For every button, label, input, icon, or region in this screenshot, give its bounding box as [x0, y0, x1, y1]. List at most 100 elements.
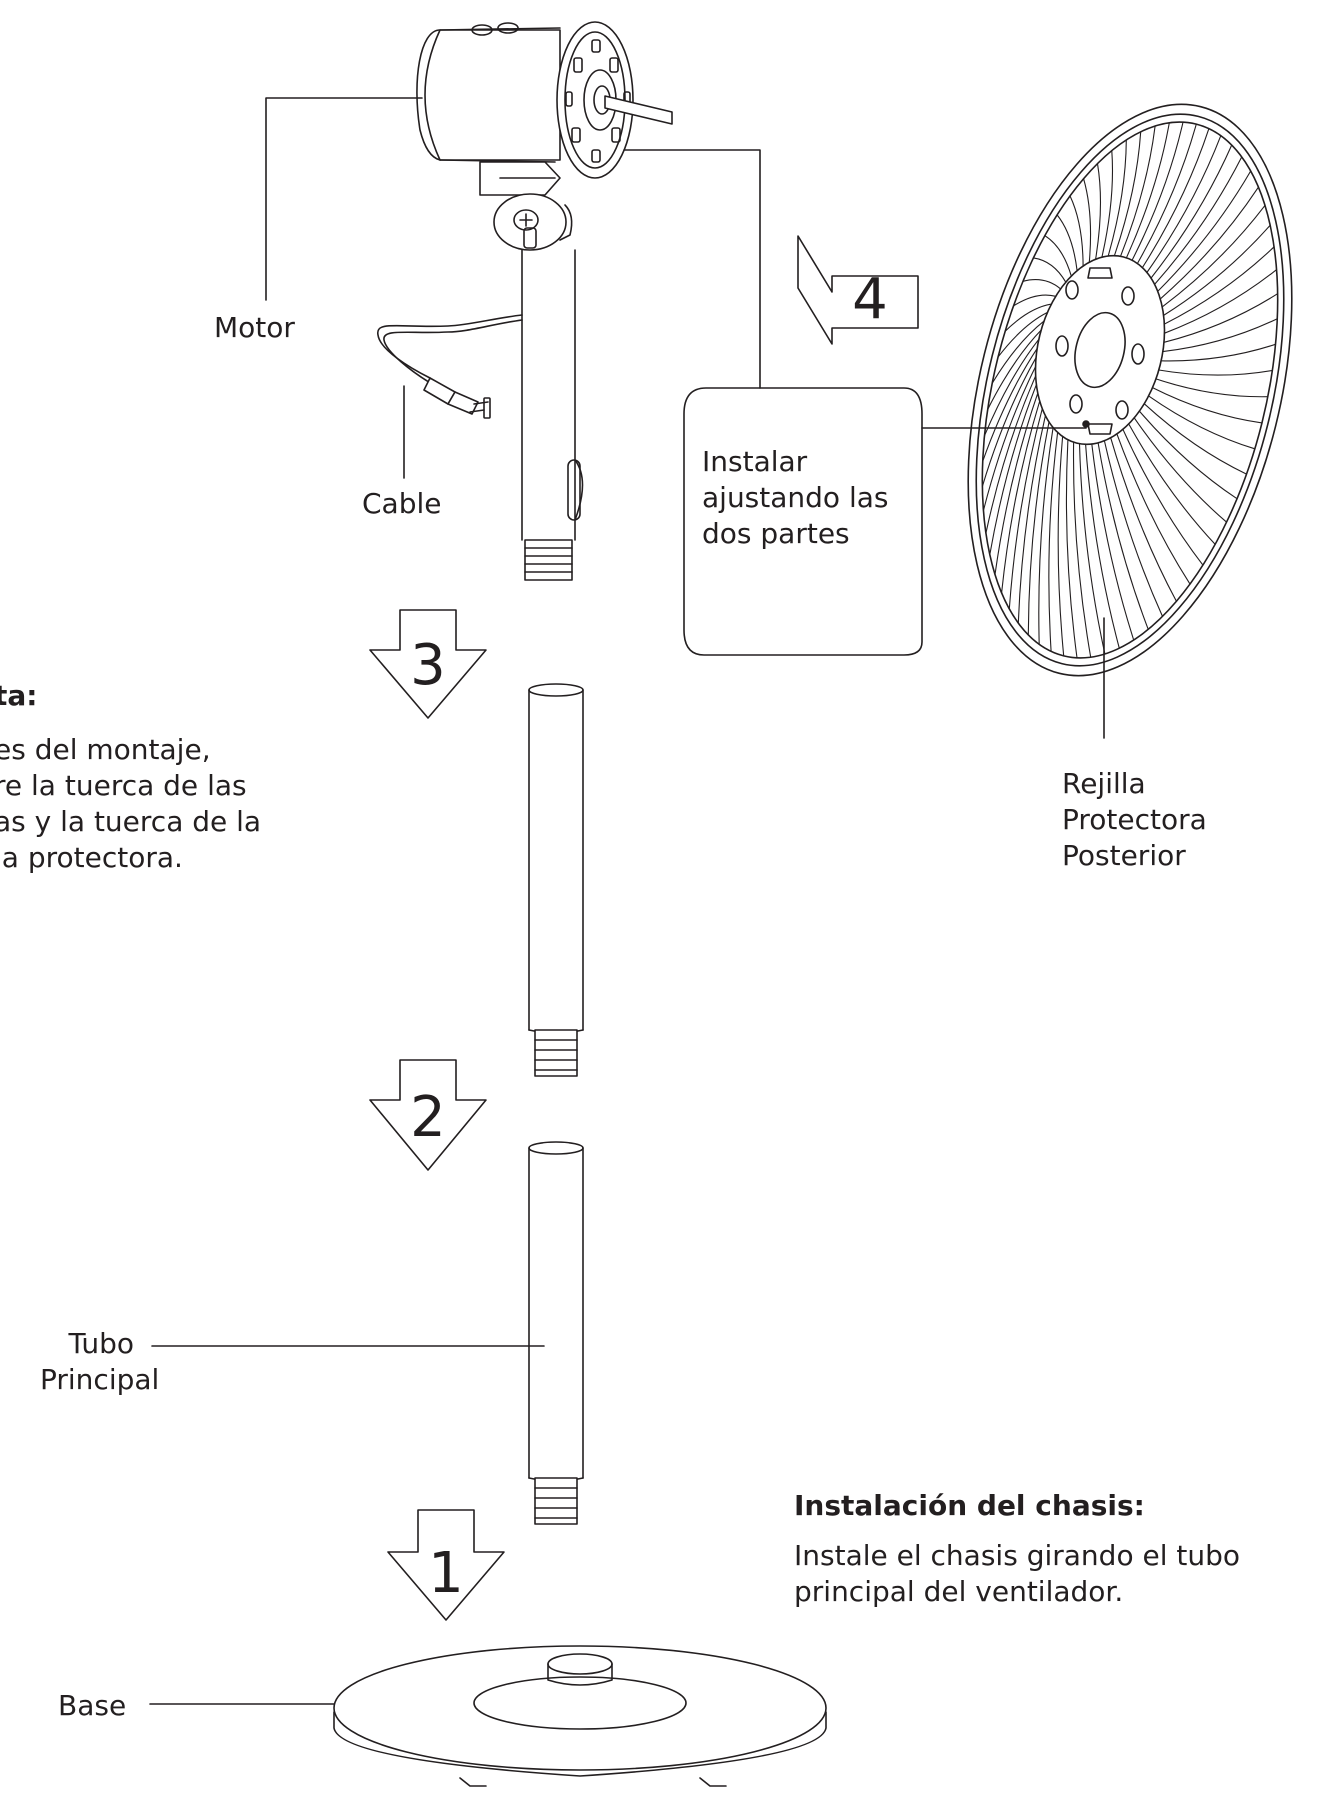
- guard-spoke: [1150, 144, 1233, 279]
- guard-spoke: [1163, 246, 1275, 325]
- leader-lines: [149, 97, 1105, 1705]
- guard-spoke: [1004, 303, 1052, 332]
- callout-box: [683, 387, 923, 656]
- guard-spoke: [1057, 435, 1065, 657]
- guard-spoke: [1133, 417, 1228, 523]
- guard-spoke: [1012, 294, 1057, 307]
- main-tube: [528, 1141, 584, 1525]
- guard-spoke: [1143, 403, 1248, 475]
- chasis-line-1: Instale el chasis girando el tubo: [794, 1539, 1241, 1572]
- guard-spoke: [1131, 121, 1184, 261]
- motor-head: [416, 21, 673, 581]
- cable-label: Cable: [362, 487, 442, 520]
- guard-spoke: [1162, 318, 1278, 353]
- guard-spoke: [987, 329, 1042, 411]
- guard-spoke: [1027, 421, 1050, 636]
- guard-spoke: [1138, 410, 1238, 500]
- guard-spoke: [1159, 186, 1259, 300]
- guard-spoke: [989, 384, 1037, 556]
- guard-spoke: [985, 375, 1037, 534]
- step-2-number: 2: [410, 1085, 446, 1150]
- guard-spoke: [1119, 125, 1156, 257]
- guard-spoke: [1095, 163, 1102, 260]
- guard-spoke: [997, 311, 1049, 358]
- base-label: Base: [58, 1689, 127, 1722]
- guard-spoke: [1154, 156, 1243, 285]
- guard-spoke: [1163, 293, 1279, 343]
- rear-guard-label: Rejilla Protectora Posterior: [1062, 766, 1207, 874]
- nota-line-1: es del montaje,: [0, 733, 211, 766]
- arrow-step-1: [387, 1509, 505, 1621]
- guard-spoke: [982, 347, 1038, 462]
- rear-guard-label-line-3: Posterior: [1062, 839, 1186, 872]
- chasis-line-2: principal del ventilador.: [794, 1575, 1124, 1608]
- callout-text: Instalar ajustando las dos partes: [702, 444, 888, 552]
- fan-base: [333, 1645, 827, 1787]
- guard-spoke: [1110, 437, 1177, 602]
- guard-spoke: [1065, 439, 1078, 659]
- guard-spoke: [1122, 428, 1204, 566]
- guard-spoke: [1091, 443, 1135, 641]
- callout-text-line-3: dos partes: [702, 517, 850, 550]
- guard-spoke: [1141, 128, 1210, 269]
- guard-spoke: [1103, 440, 1164, 617]
- main-tube-label: Tubo Principal: [40, 1326, 160, 1398]
- step-4-number: 4: [852, 267, 888, 332]
- step-3-number: 3: [410, 633, 446, 698]
- guard-spoke: [994, 392, 1039, 576]
- guard-spoke: [1146, 135, 1222, 274]
- rear-guard-label-line-1: Rejilla: [1062, 767, 1146, 800]
- guard-spoke: [1148, 395, 1256, 450]
- guard-spoke: [1069, 195, 1084, 267]
- rear-guard: [967, 103, 1293, 677]
- guard-spoke: [1128, 423, 1216, 545]
- chasis-heading: Instalación del chasis:: [794, 1489, 1145, 1522]
- guard-spoke: [1161, 204, 1266, 308]
- guard-spoke: [1078, 443, 1106, 655]
- guard-spoke: [1158, 369, 1273, 376]
- nota-block: ta: es del montaje, re la tuerca de las …: [0, 678, 261, 876]
- step-1-number: 1: [428, 1541, 464, 1606]
- guard-spoke: [1083, 178, 1092, 263]
- middle-tube: [528, 683, 584, 1077]
- guard-spoke: [981, 357, 1037, 487]
- arrow-step-4: [797, 235, 919, 345]
- nota-line-3: as y la tuerca de la: [0, 805, 262, 838]
- guard-spoke: [1155, 378, 1269, 398]
- main-tube-label-line-2: Principal: [40, 1363, 160, 1396]
- nota-heading: ta:: [0, 679, 38, 712]
- motor-label: Motor: [214, 311, 295, 344]
- power-cable: [377, 314, 523, 419]
- guard-spoke: [1107, 139, 1127, 257]
- guard-spoke: [1163, 224, 1271, 316]
- guard-spoke: [1032, 257, 1067, 283]
- arrow-step-2: [369, 1059, 487, 1171]
- guard-spoke: [1101, 150, 1114, 258]
- callout-text-line-2: ajustando las: [702, 481, 889, 514]
- guard-spoke: [1136, 123, 1197, 265]
- guard-spoke: [1163, 269, 1278, 334]
- guard-spoke: [1085, 443, 1120, 649]
- guard-spoke: [1125, 122, 1170, 259]
- arrow-step-3: [369, 609, 487, 719]
- guard-spoke: [1056, 214, 1078, 272]
- nota-line-2: re la tuerca de las: [0, 769, 247, 802]
- guard-spoke: [1017, 415, 1046, 624]
- guard-spoke: [1113, 131, 1142, 257]
- guard-spoke: [1048, 431, 1059, 652]
- guard-spoke: [991, 320, 1045, 384]
- guard-spoke: [1157, 170, 1252, 292]
- guard-spoke: [1038, 426, 1054, 645]
- guard-spoke: [1160, 343, 1277, 362]
- chasis-block: Instalación del chasis: Instale el chasi…: [794, 1488, 1240, 1610]
- rear-guard-label-line-2: Protectora: [1062, 803, 1207, 836]
- guard-spoke: [1097, 442, 1149, 630]
- nota-line-4: la protectora.: [0, 841, 183, 874]
- guard-spoke: [1072, 441, 1092, 658]
- callout-text-line-1: Instalar: [702, 445, 808, 478]
- guard-spoke: [1008, 408, 1043, 610]
- guard-spoke: [1116, 433, 1191, 585]
- guard-spoke: [983, 338, 1040, 437]
- guard-spoke: [1151, 387, 1263, 424]
